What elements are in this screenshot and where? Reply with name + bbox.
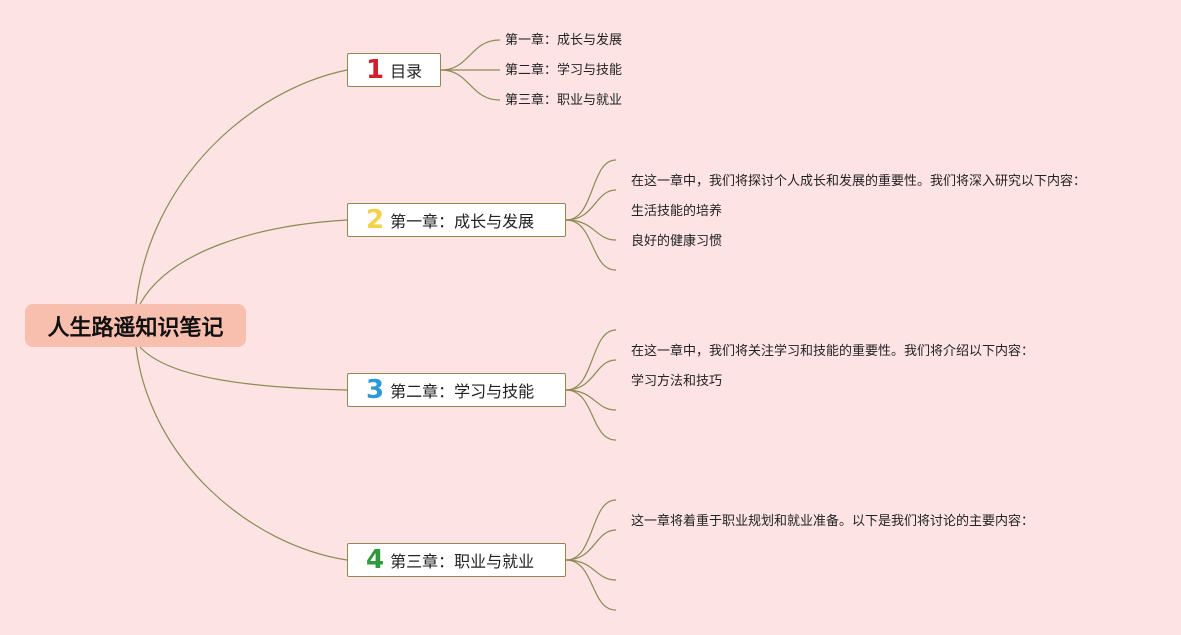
- link-ch1-leaf1: [440, 39, 501, 71]
- link-ch3-leaf4: [565, 389, 617, 441]
- number-3-icon: 3: [366, 375, 385, 405]
- link-ch2-leaf4: [565, 219, 617, 271]
- leaf-item[interactable]: 在这一章中，我们将关注学习和技能的重要性。我们将介绍以下内容：: [631, 344, 1035, 359]
- chapter-title: 第三章：职业与就业: [390, 552, 535, 571]
- link-ch4-leaf2: [565, 529, 617, 561]
- chapter-title: 第二章：学习与技能: [390, 382, 535, 401]
- leaf-item[interactable]: 学习方法和技巧: [631, 374, 723, 389]
- number-4-icon: 4: [366, 545, 385, 575]
- leaf-item[interactable]: 第三章：职业与就业: [505, 93, 623, 108]
- link-ch4-leaf1: [565, 499, 617, 561]
- link-ch1-leaf3: [440, 69, 501, 101]
- link-ch3-leaf3: [565, 389, 617, 411]
- root-title: 人生路遥知识笔记: [47, 315, 224, 341]
- link-ch2-leaf3: [565, 219, 617, 241]
- link-root-ch3: [139, 346, 348, 391]
- link-root-ch4: [135, 346, 348, 561]
- chapter-node-learning[interactable]: 3 第二章：学习与技能: [347, 373, 566, 407]
- leaf-item[interactable]: 第二章：学习与技能: [505, 63, 623, 78]
- link-ch4-leaf4: [565, 559, 617, 611]
- leaf-item[interactable]: 这一章将着重于职业规划和就业准备。以下是我们将讨论的主要内容：: [631, 514, 1035, 529]
- leaf-item[interactable]: 生活技能的培养: [631, 204, 723, 219]
- link-ch2-leaf1: [565, 159, 617, 221]
- leaf-item[interactable]: 在这一章中，我们将探讨个人成长和发展的重要性。我们将深入研究以下内容：: [631, 174, 1087, 189]
- link-ch2-leaf2: [565, 189, 617, 221]
- chapter-node-toc[interactable]: 1 目录: [347, 53, 441, 87]
- root-node[interactable]: 人生路遥知识笔记: [25, 304, 246, 347]
- number-2-icon: 2: [366, 205, 385, 235]
- chapter-node-growth[interactable]: 2 第一章：成长与发展: [347, 203, 566, 237]
- link-ch3-leaf1: [565, 329, 617, 391]
- number-1-icon: 1: [366, 55, 385, 85]
- link-root-ch1: [135, 69, 348, 305]
- chapter-title: 目录: [390, 62, 423, 81]
- link-ch3-leaf2: [565, 359, 617, 391]
- link-ch4-leaf3: [565, 559, 617, 581]
- leaf-item[interactable]: 第一章：成长与发展: [505, 33, 623, 48]
- leaf-item[interactable]: 良好的健康习惯: [631, 234, 723, 249]
- chapter-title: 第一章：成长与发展: [390, 212, 535, 231]
- chapter-node-career[interactable]: 4 第三章：职业与就业: [347, 543, 566, 577]
- link-root-ch2: [139, 219, 348, 305]
